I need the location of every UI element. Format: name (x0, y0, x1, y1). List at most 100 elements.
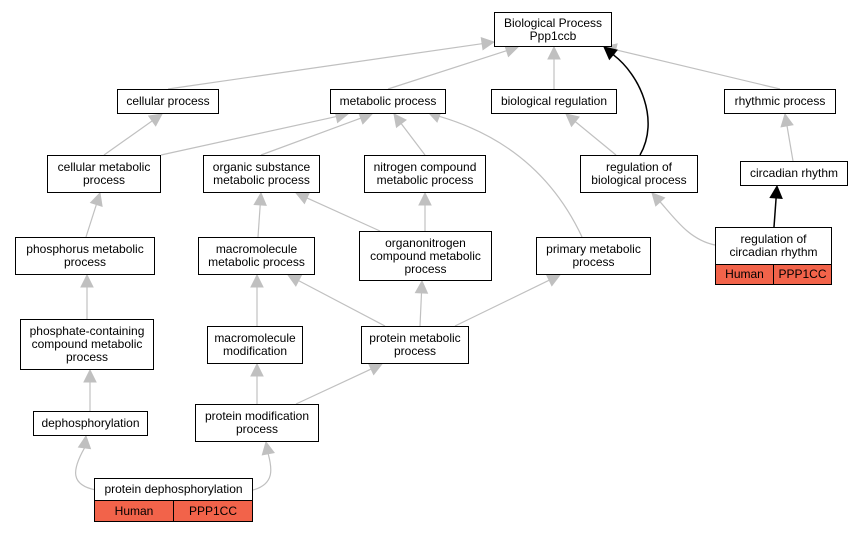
edge-orgsub-to-metabolic (260, 117, 361, 156)
edge-arrowhead (83, 368, 97, 383)
node-label-line: circadian rhythm (749, 166, 839, 180)
node-label-line: organic substance (212, 160, 311, 174)
node-label-line: macromolecule (214, 331, 296, 345)
node-protein-dephosphorylation[interactable]: protein dephosphorylation (94, 478, 253, 501)
node-label-line: metabolic process (376, 173, 474, 187)
node-label-line: process (65, 350, 108, 364)
edge-regbp-to-bp (612, 54, 649, 156)
edge-cellmet-to-metabolic (160, 116, 337, 156)
annotation-gene[interactable]: PPP1CC (773, 265, 831, 284)
edge-protmet-to-primary (454, 279, 550, 327)
node-label-line: process (572, 255, 615, 269)
edge-arrowhead (780, 112, 794, 128)
node-rhythmic-process[interactable]: rhythmic process (724, 89, 836, 114)
node-label-line: regulation of (605, 160, 673, 174)
node-label-line: cellular process (126, 94, 210, 108)
edge-cellmet-to-cellular (103, 120, 153, 156)
edge-arrowhead (80, 273, 94, 288)
node-label-line: metabolic process (208, 255, 305, 269)
edge-arrowhead (547, 45, 561, 60)
node-label-line: metabolic process (213, 173, 310, 187)
edge-arrowhead (89, 191, 103, 207)
node-biological-regulation[interactable]: biological regulation (491, 89, 617, 114)
node-label-line: cellular metabolic (57, 160, 151, 174)
edge-primary-to-metabolic (439, 115, 583, 238)
edge-macromet-to-orgsub (257, 204, 261, 238)
node-label-line: primary metabolic (546, 242, 641, 256)
node-label-line: metabolic process (339, 94, 437, 108)
node-label-line: dephosphorylation (41, 416, 140, 430)
node-label-line: circadian rhythm (729, 245, 818, 259)
node-label-line: compound metabolic (370, 248, 481, 263)
annotation-species[interactable]: Human (95, 501, 173, 521)
edge-protdeph-to-dephos (74, 447, 97, 491)
node-label-line: process (404, 261, 447, 276)
node-label-line: regulation of (740, 232, 807, 246)
node-label-line: Biological Process (503, 15, 603, 30)
edge-arrowhead (250, 273, 264, 288)
edge-regcirc-to-circ (773, 197, 777, 228)
edge-arrowhead (147, 113, 163, 127)
edge-arrowhead (77, 434, 92, 450)
node-circadian-rhythm[interactable]: circadian rhythm (740, 161, 848, 186)
node-label-line: nitrogen compound (373, 160, 477, 174)
node-label-line: process (63, 255, 107, 269)
edge-protmet-to-macromet (298, 280, 386, 327)
edge-protmet-to-organon (419, 292, 423, 327)
edge-arrowhead (250, 362, 264, 377)
annotation-species[interactable]: Human (716, 265, 773, 284)
edge-arrowhead (418, 191, 432, 206)
node-label-line: biological process (591, 173, 687, 187)
edge-phos-to-cellmet (85, 204, 97, 238)
edge-nitro-to-metabolic (400, 123, 426, 156)
edge-arrowhead (565, 113, 580, 128)
node-label-line: process (235, 422, 279, 436)
node-label-line: process (82, 173, 126, 187)
node-cellular-process[interactable]: cellular process (117, 89, 219, 114)
node-label-line: Ppp1ccb (529, 28, 577, 43)
node-label-line: protein modification (204, 409, 310, 423)
edge-arrowhead (393, 113, 407, 129)
edge-arrowhead (480, 37, 496, 51)
node-label-line: organonitrogen (385, 235, 466, 250)
edge-arrowhead (414, 279, 429, 294)
edge-cellular-to-bp (167, 43, 483, 90)
edge-metabolic-to-bp (387, 50, 507, 90)
node-label-line: rhythmic process (734, 94, 826, 108)
node-label-line: protein dephosphorylation (104, 482, 243, 496)
node-label-line: compound metabolic (31, 337, 143, 351)
node-label-line: biological regulation (500, 94, 608, 108)
node-label-line: process (393, 344, 436, 358)
edge-arrowhead (253, 191, 267, 206)
edge-rhythmic-to-bp (615, 49, 781, 90)
edge-arrowhead (261, 440, 275, 456)
edge-regbp-to-bioreg (574, 121, 617, 156)
node-label-line: phosphate-containing (29, 324, 145, 338)
edge-arrowhead (769, 184, 783, 199)
node-label-line: protein metabolic (369, 331, 461, 345)
annotation-gene[interactable]: PPP1CC (173, 501, 252, 521)
edge-organon-to-orgsub (306, 197, 381, 232)
edge-regcirc-to-regbp (659, 201, 716, 246)
node-dephosphorylation[interactable]: dephosphorylation (33, 411, 148, 436)
node-label-line: macromolecule (215, 242, 298, 256)
node-metabolic-process[interactable]: metabolic process (330, 89, 446, 114)
